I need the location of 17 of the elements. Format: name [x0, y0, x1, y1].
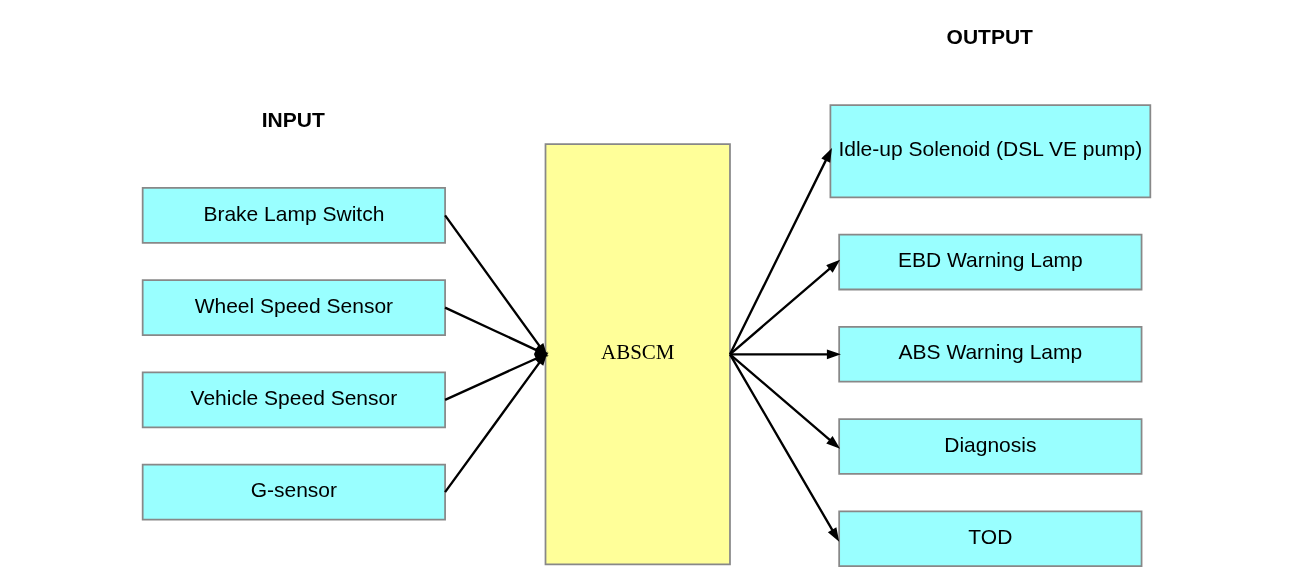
arrow: [728, 147, 832, 355]
node-box: EBD Warning Lamp: [837, 233, 1142, 291]
arrow: [728, 353, 839, 542]
arrow: [728, 259, 840, 356]
node-box: Brake Lamp Switch: [141, 187, 446, 244]
node-box: ABS Warning Lamp: [837, 326, 1142, 383]
node-box: ABSCM: [544, 143, 731, 566]
node-box: Idle-up Solenoid (DSL VE pump): [829, 104, 1151, 199]
arrow: [728, 353, 840, 449]
node-box: G-sensor: [141, 463, 446, 521]
node-box: Diagnosis: [837, 418, 1142, 475]
label: OUTPUT: [946, 25, 1033, 49]
node-box: TOD: [837, 510, 1142, 568]
node-box: Vehicle Speed Sensor: [141, 371, 446, 429]
label: INPUT: [261, 108, 325, 132]
node-box: Wheel Speed Sensor: [141, 279, 446, 336]
arrow: [729, 349, 841, 360]
